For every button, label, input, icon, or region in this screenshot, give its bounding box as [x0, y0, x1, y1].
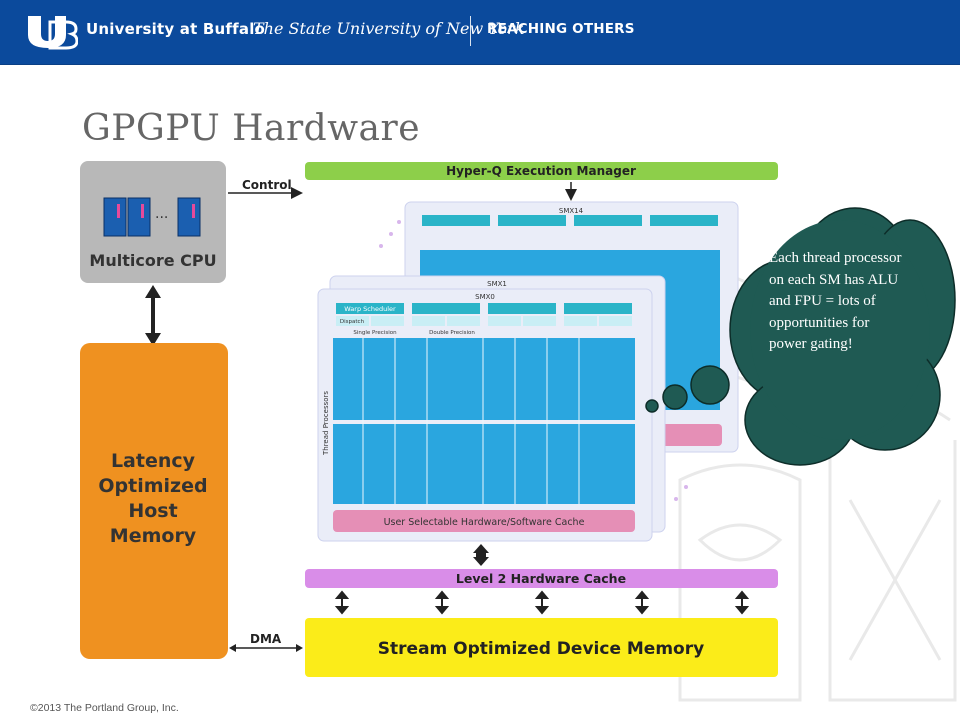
l2-label: Level 2 Hardware Cache	[456, 571, 626, 586]
device-memory-label: Stream Optimized Device Memory	[378, 639, 704, 659]
host-memory-line-1: Latency	[111, 450, 196, 472]
dma-label: DMA	[250, 632, 282, 646]
control-label: Control	[242, 178, 292, 192]
thought-bubble	[645, 207, 956, 466]
thread-processors-label: Thread Processors	[322, 391, 330, 456]
ub-logo	[28, 16, 78, 50]
dma-arrow: DMA	[229, 632, 303, 652]
cpu-ellipsis: ...	[155, 206, 168, 222]
cache-label: User Selectable Hardware/Software Cache	[384, 517, 585, 528]
copyright-notice: ©2013 The Portland Group, Inc.	[30, 702, 179, 714]
single-precision-label: Single Precision	[353, 330, 397, 336]
cpu-label: Multicore CPU	[89, 251, 216, 270]
double-precision-label: Double Precision	[429, 330, 475, 336]
host-memory-line-3: Host	[128, 500, 177, 522]
multicore-cpu-box: ... Multicore CPU	[80, 161, 226, 283]
smx1-label: SMX1	[487, 280, 507, 288]
university-name: University at Buffalo	[86, 20, 266, 38]
hyperq-label: Hyper-Q Execution Manager	[446, 164, 636, 178]
warp-scheduler-label: Warp Scheduler	[344, 305, 396, 313]
tagline: REACHING OTHERS	[487, 21, 635, 37]
thought-bubble-text: Each thread processor on each SM has ALU…	[769, 250, 902, 352]
smx-l2-arrow	[473, 544, 489, 566]
dispatch-label: Dispatch	[340, 319, 365, 325]
cpu-memory-arrow	[145, 285, 161, 346]
host-memory-line-2: Optimized	[98, 475, 207, 497]
smx0-label: SMX0	[475, 293, 495, 301]
page-title: GPGPU Hardware	[82, 108, 421, 149]
university-subtitle: The State University of New York	[253, 19, 525, 38]
header-bar	[0, 0, 960, 65]
smx14-label: SMX14	[559, 207, 584, 215]
header-divider	[470, 16, 471, 46]
host-memory-line-4: Memory	[110, 525, 197, 547]
smx0-panel: SMX0 Warp Scheduler Dispatch Single Prec…	[317, 288, 653, 542]
l2-memory-arrows	[334, 590, 750, 615]
